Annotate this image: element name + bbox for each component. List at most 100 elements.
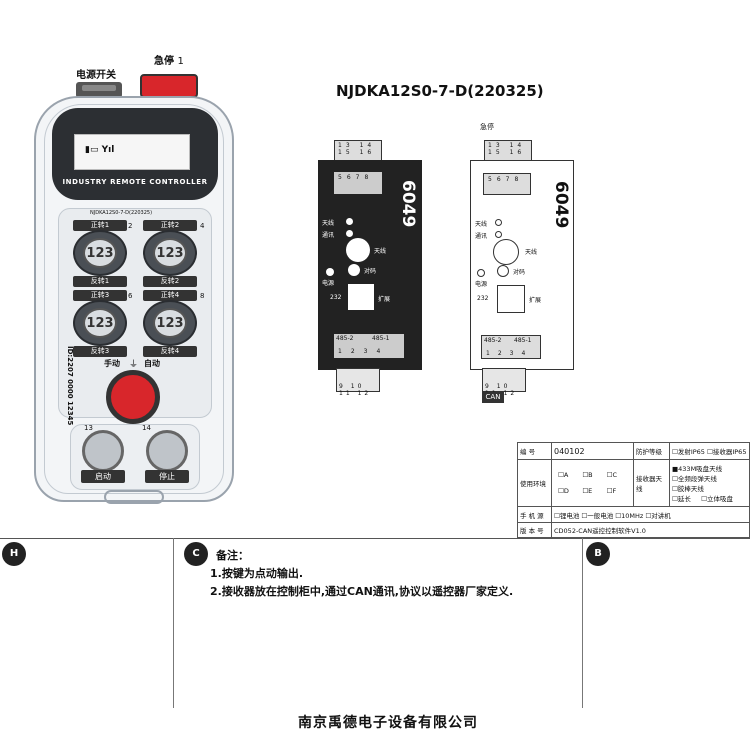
power-switch-knob[interactable] (76, 82, 122, 98)
key-4-button[interactable]: 123 (153, 308, 187, 338)
key-group-4[interactable]: 正转4 123 反转4 (138, 290, 202, 360)
stop-label: 停止 (145, 470, 189, 483)
black-antenna-led-label: 天线 (322, 220, 335, 227)
marker-h: H (2, 542, 26, 566)
key-group-1[interactable]: 正转1 123 反转1 (68, 220, 132, 290)
brand-text: INDUSTRY REMOTE CONTROLLER (62, 178, 208, 186)
start-label: 启动 (81, 470, 125, 483)
key-2-button[interactable]: 123 (153, 238, 187, 268)
receiver-black: 5678 6049 天线 通讯 天线 对码 电源 232 扩展 485-2 48… (318, 160, 422, 370)
black-comm-led-label: 通讯 (322, 232, 335, 239)
spec-hand-opts: ☐锂电池 ☐一般电池 ☐10MHz ☐对讲机 (551, 506, 750, 523)
white-antenna-port (493, 239, 519, 265)
lcd-status-text: ▮▭ Yıl (85, 145, 115, 155)
manual-label: 手动 (104, 359, 120, 368)
spec-antenna-label: 接收器天线 (633, 459, 670, 508)
start-num: 13 (84, 424, 93, 432)
auto-label: 自动 (144, 359, 160, 368)
key-4-top-label: 正转4 (143, 290, 197, 301)
spec-env-label: 使用环境 (517, 459, 552, 508)
spec-num-label: 编 号 (517, 441, 552, 461)
power-switch-label: 电源开关 (76, 70, 116, 81)
frame-divider (0, 538, 750, 539)
white-expand-label: 扩展 (529, 297, 542, 304)
white-power-led (477, 269, 485, 277)
stop-num: 14 (142, 424, 151, 432)
white-comm-led-label: 通讯 (475, 233, 488, 240)
white-estop-label: 急停 (480, 123, 494, 131)
notes-line-2: 2.接收器放在控制柜中,通过CAN通讯,协议以遥控器厂家定义. (210, 585, 514, 598)
key-1-top-label: 正转1 (73, 220, 127, 231)
key-3-num: 6 (128, 292, 133, 300)
black-antenna-led (346, 218, 353, 225)
white-power-label: 电源 (475, 281, 488, 288)
black-232-port (348, 284, 374, 310)
notes-line-1: 1.按键为点动输出. (210, 567, 304, 580)
black-freq-label: 对码 (364, 268, 377, 275)
spec-ver-label: 版 本 号 (517, 521, 552, 539)
frame-column-divider-2 (582, 538, 583, 708)
spec-protect-opts: ☐发射IP65 ☐接收器IP65 (669, 441, 750, 461)
key-4-bottom-label: 反转4 (143, 346, 197, 357)
key-3-button[interactable]: 123 (83, 308, 117, 338)
estop-big-button[interactable] (106, 370, 160, 424)
black-power-led (326, 268, 334, 276)
black-freq-button[interactable] (348, 264, 360, 276)
key-1-num: 2 (128, 222, 133, 230)
receiver-white: 5678 6049 天线 通讯 天线 对码 电源 232 扩展 485-2 48… (470, 160, 574, 370)
key-3-top-label: 正转3 (73, 290, 127, 301)
white-antenna-led-label: 天线 (475, 221, 488, 228)
marker-c: C (184, 542, 208, 566)
black-code-wrap: 6049 (398, 180, 418, 250)
key-2-bottom-label: 反转2 (143, 276, 197, 287)
start-button[interactable] (82, 430, 124, 472)
key-4-ring: 123 (143, 300, 197, 346)
white-freq-label: 对码 (513, 269, 526, 276)
estop-top-label: 急停 1 (154, 56, 184, 67)
black-top-terms: 13 14 15 16 (338, 142, 376, 156)
notes-title: 备注： (216, 549, 249, 562)
lcd-screen: ▮▭ Yıl (74, 134, 190, 170)
white-antenna-port-label: 天线 (525, 249, 538, 256)
spec-ver-value: CD052-CAN遥控控制软件V1.0 (551, 521, 750, 539)
white-485-block: 485-2 485-1 1234 (481, 335, 541, 359)
white-232-label: 232 (477, 295, 489, 302)
key-1-ring: 123 (73, 230, 127, 276)
white-freq-button[interactable] (497, 265, 509, 277)
can-label: CAN (482, 392, 504, 403)
receiver-model-title: NJDKA12S0-7-D(220325) (336, 82, 544, 100)
white-code: 6049 (551, 181, 571, 229)
serial-number: ID:2207 0000 12345 (66, 346, 74, 426)
spec-table: 编 号 040102 防护等级 ☐发射IP65 ☐接收器IP65 使用环境 ☐A… (517, 441, 750, 539)
black-485-block: 485-2 485-1 1234 (334, 334, 404, 358)
black-relay-block: 5678 (334, 172, 382, 194)
key-group-3[interactable]: 正转3 123 反转3 (68, 290, 132, 360)
stop-button[interactable] (146, 430, 188, 472)
white-relay-block: 5678 (483, 173, 531, 195)
spec-env-opts: ☐A☐B☐C ☐D☐E☐F (551, 459, 634, 508)
black-power-label: 电源 (322, 280, 335, 287)
white-code-wrap: 6049 (551, 181, 571, 251)
key-group-2[interactable]: 正转2 123 反转2 (138, 220, 202, 290)
spec-hand-label: 手 机 源 (517, 506, 552, 523)
key-4-num: 8 (200, 292, 205, 300)
estop-top-button[interactable] (140, 74, 198, 98)
model-small-label: NJDKA12S0-7-D(220325) (90, 210, 153, 216)
frame-column-divider-1 (173, 538, 174, 708)
switch-symbol-icon: ⏚ (129, 360, 139, 370)
black-232-label: 232 (330, 294, 342, 301)
company-name: 南京禹德电子设备有限公司 (298, 715, 478, 731)
black-comm-led (346, 230, 353, 237)
black-bottom-terminal: 9 10 11 12 (336, 368, 380, 397)
white-comm-led (495, 231, 502, 238)
marker-b: B (586, 542, 610, 566)
spec-protect-label: 防护等级 (633, 441, 670, 461)
key-1-bottom-label: 反转1 (73, 276, 127, 287)
white-antenna-led (495, 219, 502, 226)
lanyard-hook (104, 490, 164, 504)
key-3-ring: 123 (73, 300, 127, 346)
spec-num-value: 040102 (551, 441, 634, 461)
remote-inner-outline (44, 104, 224, 494)
key-1-button[interactable]: 123 (83, 238, 117, 268)
black-code: 6049 (398, 180, 418, 228)
